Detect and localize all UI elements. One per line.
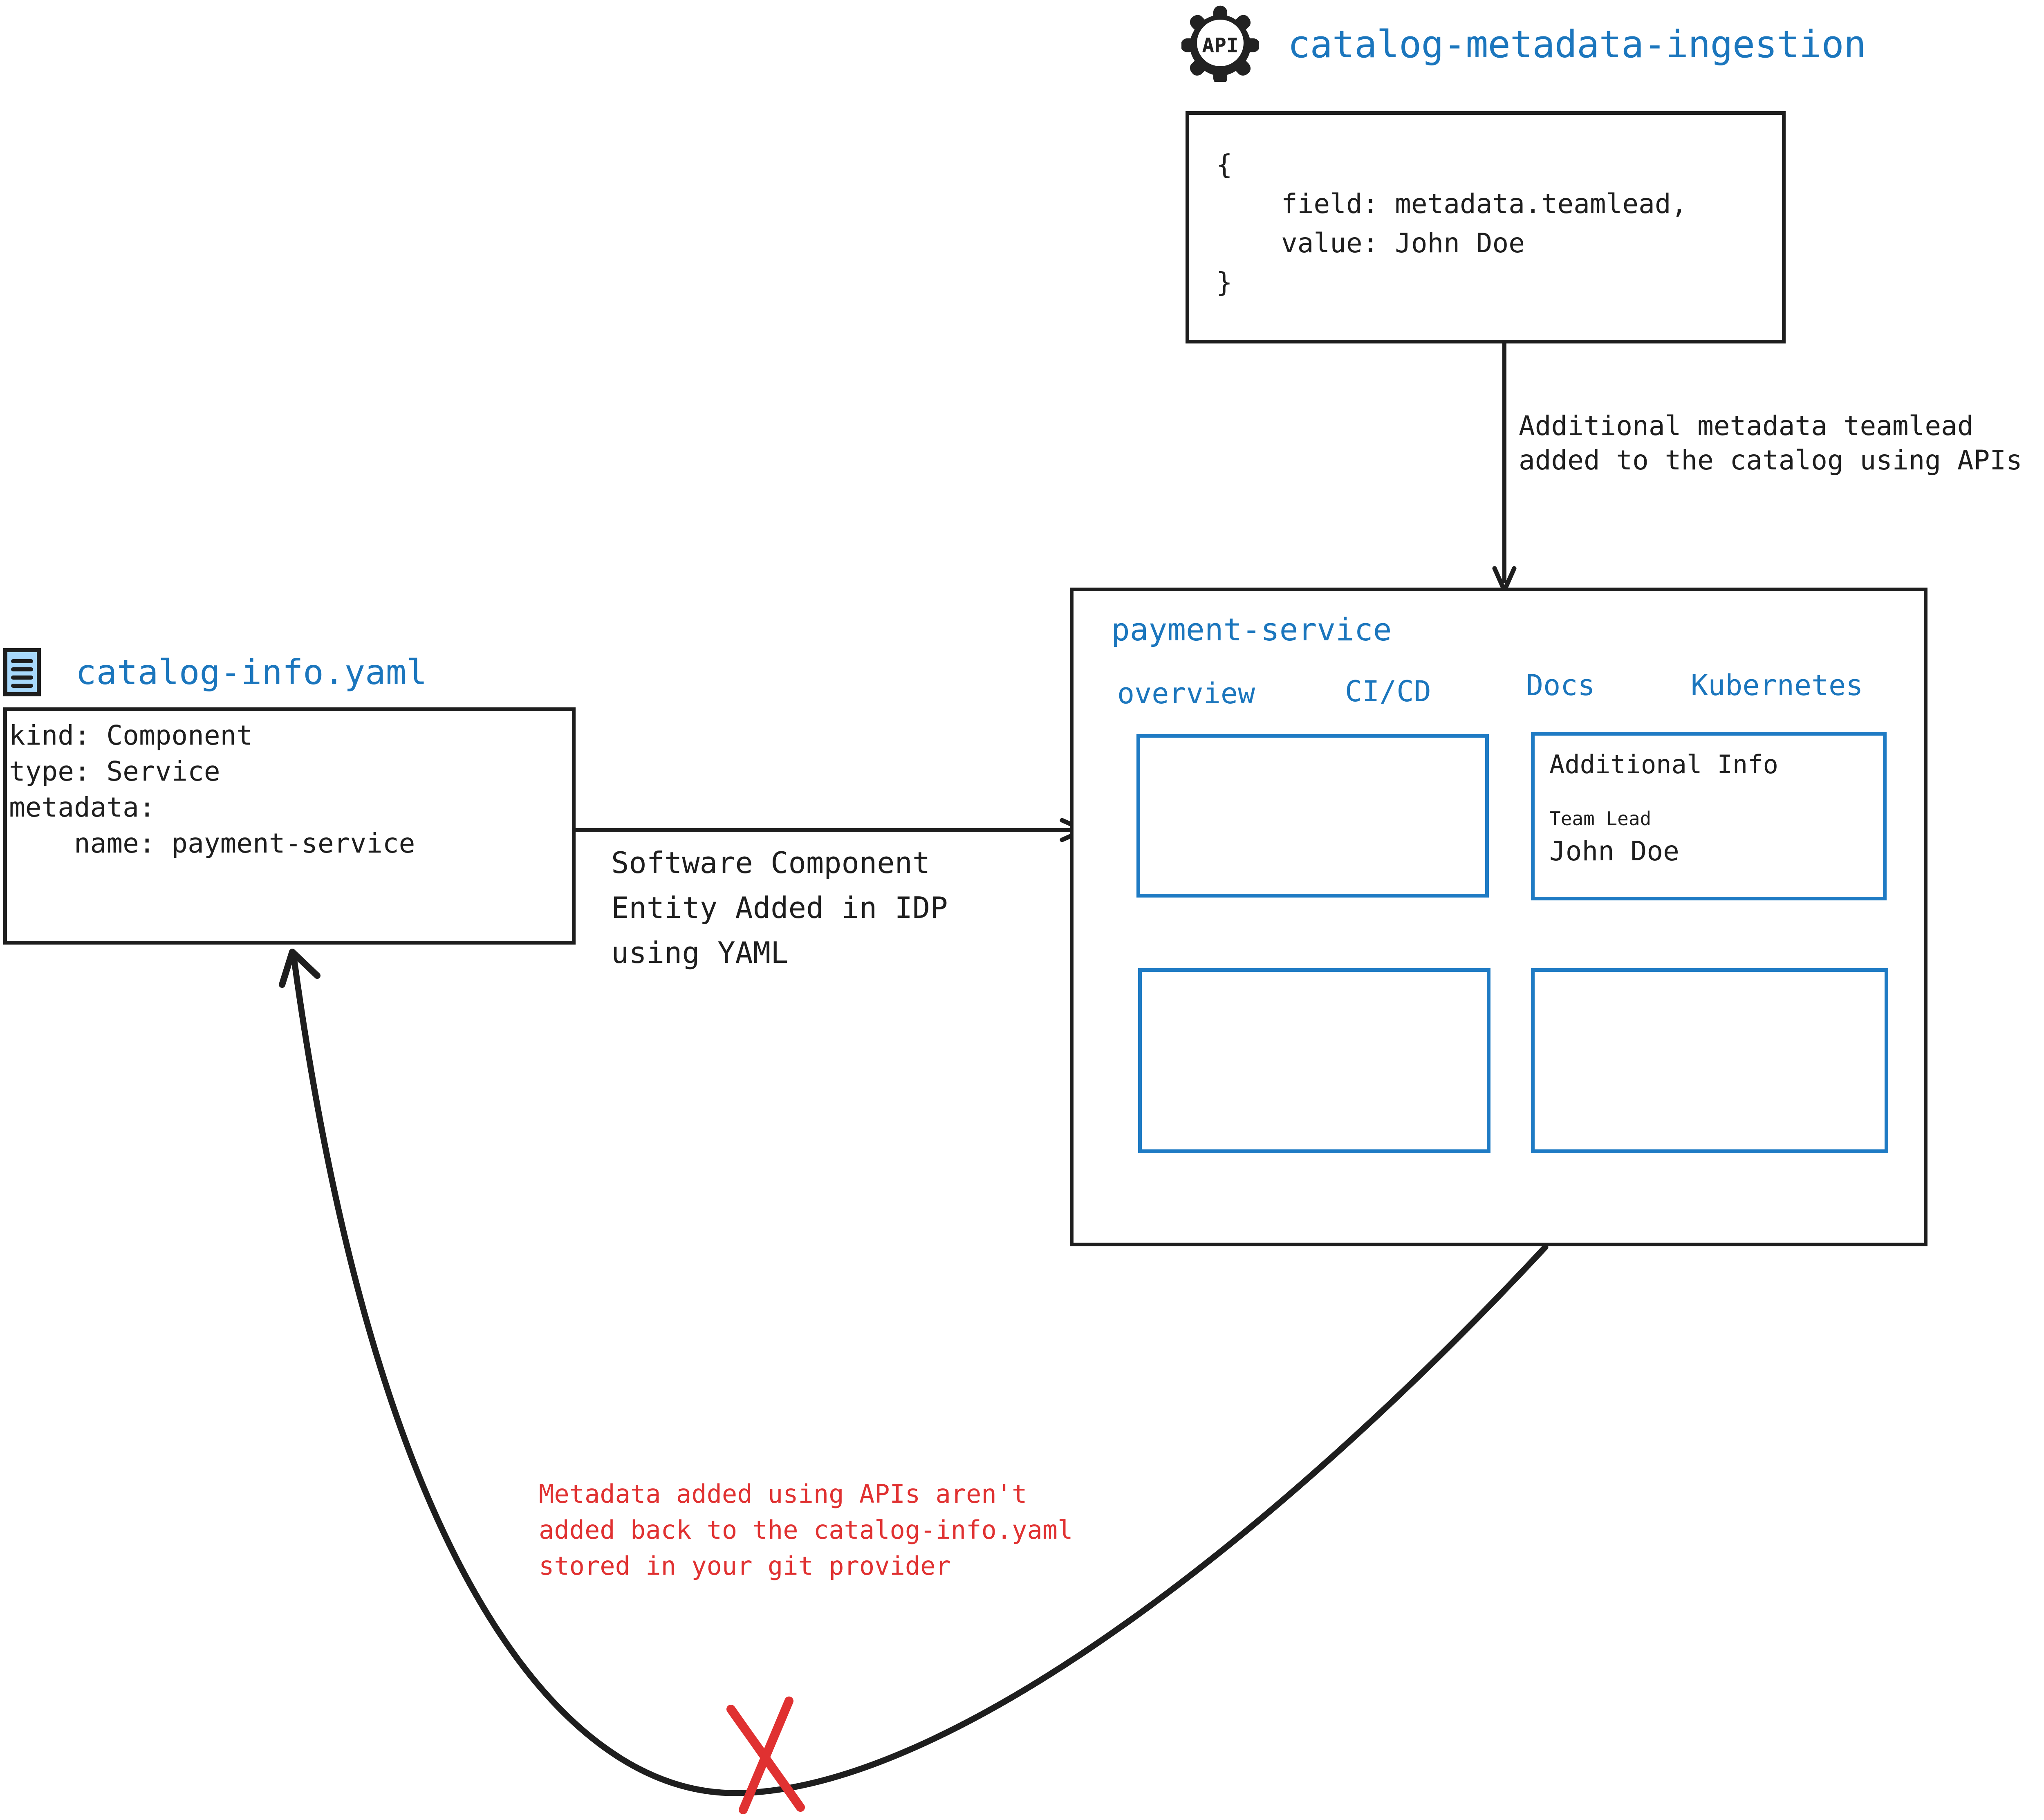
- team-lead-label: Team Lead: [1549, 808, 1652, 830]
- api-json-box: [1186, 111, 1786, 343]
- api-json-code: { field: metadata.teamlead, value: John …: [1216, 149, 1688, 298]
- api-gear-icon: API: [1181, 4, 1260, 85]
- catalog-to-yaml-feedback-arrow: [245, 932, 1594, 1818]
- yaml-node-title: catalog-info.yaml: [76, 652, 427, 692]
- api-to-catalog-arrow-label: Additional metadata teamlead added to th…: [1519, 410, 2022, 476]
- yaml-to-catalog-arrow-label: Software Component Entity Added in IDP u…: [611, 846, 948, 970]
- overview-card: [1136, 734, 1489, 898]
- yaml-code-content: kind: Component type: Service metadata: …: [9, 720, 415, 859]
- yaml-code-box: [3, 707, 576, 945]
- lower-left-card: [1138, 968, 1490, 1153]
- yaml-file-icon: [3, 648, 41, 696]
- api-node-title: catalog-metadata-ingestion: [1288, 22, 1866, 66]
- team-lead-value: John Doe: [1549, 835, 1679, 867]
- additional-info-card: [1531, 732, 1887, 900]
- additional-info-heading: Additional Info: [1549, 750, 1778, 779]
- api-to-catalog-arrow: [1455, 339, 1562, 593]
- tab-cicd[interactable]: CI/CD: [1345, 675, 1431, 708]
- lower-right-card: [1531, 968, 1888, 1153]
- tab-overview[interactable]: overview: [1117, 677, 1255, 710]
- page-title: payment-service: [1111, 611, 1392, 648]
- svg-text:API: API: [1202, 34, 1238, 57]
- tab-kubernetes[interactable]: Kubernetes: [1691, 669, 1863, 702]
- red-x-cross-icon: [695, 1685, 842, 1818]
- feedback-warning-note: Metadata added using APIs aren't added b…: [539, 1479, 1073, 1581]
- tab-docs[interactable]: Docs: [1526, 669, 1595, 702]
